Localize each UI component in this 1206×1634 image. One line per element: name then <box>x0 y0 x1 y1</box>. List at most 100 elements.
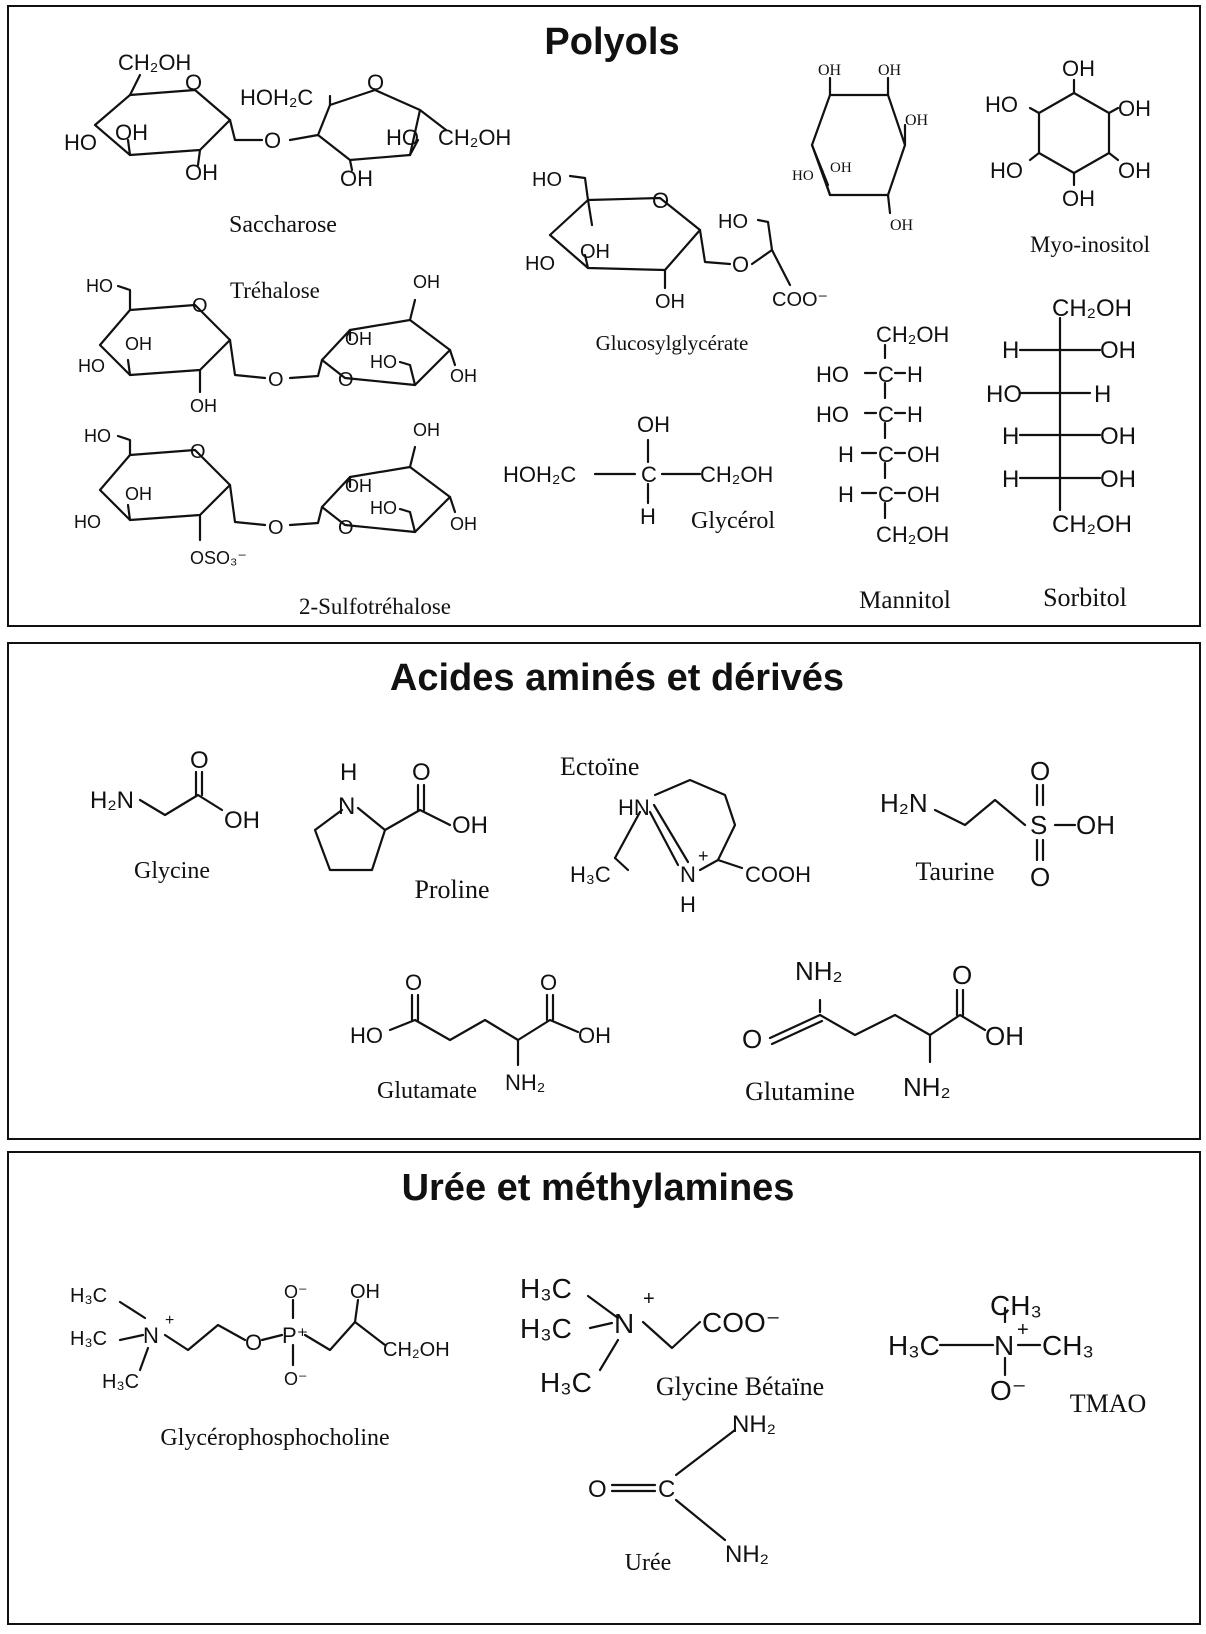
myo-inositol-oh1: OH <box>1062 56 1095 81</box>
sulfotrehalose-ho2: HO <box>74 512 101 532</box>
mannitol-h1: H <box>907 362 923 387</box>
inositol-chair-oh4: OH <box>830 160 852 176</box>
glucosylglycerate-ring-o: O <box>652 188 669 213</box>
sorbitol-ho2: HO <box>986 381 1022 408</box>
mannitol-oh3: OH <box>907 442 940 467</box>
glycerol-h: H <box>640 504 656 529</box>
mannitol-h2: H <box>907 402 923 427</box>
saccharose-bridge-o: O <box>264 128 281 153</box>
sulfotrehalose-ho3: HO <box>370 498 397 518</box>
glutamine-nh2-top: NH₂ <box>795 956 843 986</box>
sorbitol-h3: H <box>1002 423 1019 450</box>
mannitol-c4: C <box>878 482 894 507</box>
mannitol-h4: H <box>838 482 854 507</box>
glycerol-ch2oh: CH₂OH <box>700 462 773 487</box>
molecule-sorbitol: CH₂OH H OH HO H H OH H OH CH₂OH Sorbitol <box>986 295 1136 612</box>
molecule-glucosylglycerate: HO O OH HO OH O HO COO⁻ Glucosylglycérat… <box>525 169 828 355</box>
label-glycine-betaine: Glycine Bétaïne <box>656 1372 824 1401</box>
molecule-glycine: H₂N O OH Glycine <box>90 747 260 884</box>
ectoine-hn: HN <box>618 795 650 820</box>
trehalose-oh2: OH <box>190 396 217 416</box>
glutamine-oh: OH <box>985 1021 1024 1051</box>
label-taurine: Taurine <box>915 857 994 886</box>
molecule-uree: O C NH₂ NH₂ Urée <box>588 1411 776 1576</box>
gpc-n: N <box>143 1323 159 1348</box>
gpc-h3c-3: H₃C <box>102 1371 139 1393</box>
inositol-chair-oh2: OH <box>878 62 902 79</box>
mannitol-c1: C <box>878 362 894 387</box>
tmao-o-minus: O⁻ <box>990 1375 1027 1406</box>
molecule-tmao: CH₃ H₃C N + CH₃ O⁻ TMAO <box>888 1290 1146 1418</box>
molecule-glutamate: HO O O OH NH₂ Glutamate <box>350 970 611 1104</box>
saccharose-ring-o1: O <box>185 70 202 95</box>
ectoine-h3c: H₃C <box>570 862 611 887</box>
trehalose-ho3: HO <box>370 352 397 372</box>
mannitol-ho1: HO <box>816 362 849 387</box>
gpc-h3c-2: H₃C <box>70 1328 107 1350</box>
glycerol-c: C <box>641 462 657 487</box>
molecule-proline: H N O OH Proline <box>313 759 490 904</box>
proline-o: O <box>412 759 431 786</box>
glutamine-o2: O <box>952 960 972 990</box>
saccharose-ho: HO <box>64 130 97 155</box>
inositol-chair-oh5: OH <box>890 217 914 234</box>
label-proline: Proline <box>414 875 489 904</box>
label-ectoine: Ectoïne <box>560 752 639 781</box>
uree-c: C <box>658 1476 675 1503</box>
trehalose-ring-o2: O <box>338 369 354 391</box>
mannitol-ch2oh-bottom: CH₂OH <box>876 522 949 547</box>
sorbitol-ch2oh-top: CH₂OH <box>1052 295 1132 322</box>
glutamate-o2: O <box>540 970 557 995</box>
label-trehalose: Tréhalose <box>230 278 320 303</box>
ectoine-plus: + <box>698 846 709 866</box>
betaine-h3c-3: H₃C <box>540 1367 592 1398</box>
gpc-p: P⁺ <box>282 1323 308 1348</box>
saccharose-ch2oh2: CH₂OH <box>438 125 511 150</box>
ectoine-h: H <box>680 892 696 917</box>
glucosylglycerate-oh2: OH <box>655 291 685 313</box>
label-glycerol: Glycérol <box>691 508 775 534</box>
glutamate-nh2: NH₂ <box>505 1070 545 1095</box>
myo-inositol-ho2: HO <box>985 92 1018 117</box>
proline-h: H <box>340 759 357 786</box>
sulfotrehalose-oh1: OH <box>125 484 152 504</box>
myo-inositol-oh4: OH <box>1062 186 1095 211</box>
glutamine-nh2-bottom: NH₂ <box>903 1072 951 1102</box>
molecule-glutamine: NH₂ O O OH NH₂ Glutamine <box>742 956 1024 1106</box>
molecule-trehalose: HO Tréhalose O OH HO OH O O OH HO OH OH <box>78 272 477 416</box>
sorbitol-oh1: OH <box>1100 337 1136 364</box>
inositol-chair-oh3: OH <box>905 112 929 129</box>
glycine-o: O <box>190 747 209 774</box>
glucosylglycerate-bridge-o: O <box>732 252 749 277</box>
gpc-o-minus-bottom: O⁻ <box>284 1369 308 1389</box>
trehalose-ho1: HO <box>86 276 113 296</box>
mannitol-c3: C <box>878 442 894 467</box>
tmao-ch3-top: CH₃ <box>990 1290 1042 1321</box>
label-myo-inositol: Myo-inositol <box>1030 232 1150 257</box>
taurine-o2: O <box>1030 862 1050 892</box>
glucosylglycerate-ho3: HO <box>718 211 748 233</box>
taurine-o1: O <box>1030 756 1050 786</box>
mannitol-c2: C <box>878 402 894 427</box>
proline-n: N <box>338 793 355 820</box>
sorbitol-ch2oh-bottom: CH₂OH <box>1052 511 1132 538</box>
taurine-h2n: H₂N <box>880 788 928 818</box>
sulfotrehalose-bridge-o: O <box>268 517 284 539</box>
label-glutamine: Glutamine <box>745 1077 855 1106</box>
tmao-h3c: H₃C <box>888 1330 940 1361</box>
trehalose-oh5: OH <box>450 366 477 386</box>
molecule-sulfotrehalose: HO O OH HO OSO₃⁻ O O OH HO OH OH 2-Sulfo… <box>74 420 477 619</box>
sorbitol-oh4: OH <box>1100 466 1136 493</box>
molecule-myo-inositol: OH OH OH OH HO HO Myo-inositol <box>985 56 1151 257</box>
panel-title-polyols: Polyols <box>544 21 679 63</box>
glycine-h2n: H₂N <box>90 787 134 814</box>
label-saccharose: Saccharose <box>229 212 337 238</box>
betaine-plus: + <box>643 1288 655 1310</box>
saccharose-hoh2c: HOH₂C <box>240 85 313 110</box>
myo-inositol-ho1: HO <box>990 158 1023 183</box>
trehalose-ho2: HO <box>78 356 105 376</box>
gpc-h3c-1: H₃C <box>70 1285 107 1307</box>
trehalose-oh4: OH <box>413 272 440 292</box>
molecule-glycerol: HOH₂C C CH₂OH OH H Glycérol <box>503 412 775 534</box>
inositol-chair-ho: HO <box>792 168 814 184</box>
